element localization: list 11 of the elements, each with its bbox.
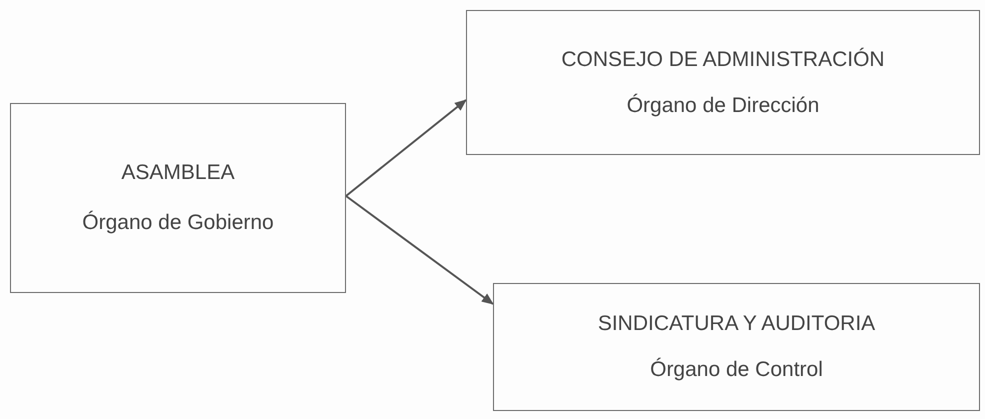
arrow (345, 195, 494, 305)
arrow (345, 99, 467, 197)
box-heading: SINDICATURA Y AUDITORIA (598, 312, 876, 336)
box-subtitle: Órgano de Dirección (626, 94, 820, 118)
org-box (10, 103, 346, 293)
org-box (466, 10, 980, 155)
box-heading: ASAMBLEA (121, 161, 235, 185)
org-box (493, 283, 980, 411)
box-subtitle: Órgano de Control (650, 358, 823, 382)
box-subtitle: Órgano de Gobierno (82, 211, 274, 235)
box-heading: CONSEJO DE ADMINISTRACIÓN (561, 48, 885, 72)
